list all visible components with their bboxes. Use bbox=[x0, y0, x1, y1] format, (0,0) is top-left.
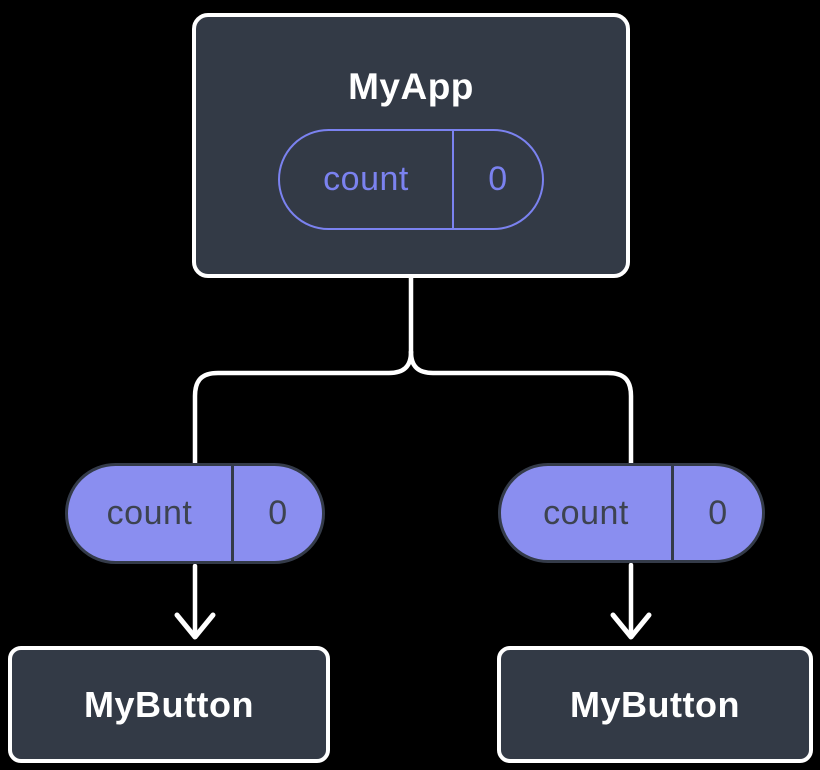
prop-pill-left: count 0 bbox=[65, 463, 325, 564]
arrow-down-icon bbox=[174, 612, 216, 640]
pill-divider bbox=[671, 466, 674, 560]
child-component-title: MyButton bbox=[570, 683, 740, 725]
root-component-box: MyApp count 0 bbox=[192, 13, 630, 278]
state-pill: count 0 bbox=[278, 129, 544, 230]
state-pill-label: count bbox=[323, 160, 409, 198]
prop-pill-label: count bbox=[106, 494, 193, 532]
pill-divider bbox=[231, 466, 234, 561]
child-component-title: MyButton bbox=[84, 683, 254, 725]
arrow-down-icon bbox=[610, 612, 652, 640]
prop-pill-label: count bbox=[543, 493, 629, 532]
child-component-box-right: MyButton bbox=[497, 646, 813, 763]
child-component-box-left: MyButton bbox=[8, 646, 330, 763]
root-component-title: MyApp bbox=[348, 66, 474, 107]
prop-pill-value: 0 bbox=[708, 493, 728, 532]
prop-pill-right: count 0 bbox=[498, 463, 765, 563]
connector-branch-right bbox=[408, 349, 634, 469]
state-pill-value: 0 bbox=[488, 160, 508, 198]
pill-divider bbox=[452, 131, 454, 228]
prop-pill-value: 0 bbox=[268, 494, 288, 532]
connector-branch-left bbox=[192, 349, 414, 469]
